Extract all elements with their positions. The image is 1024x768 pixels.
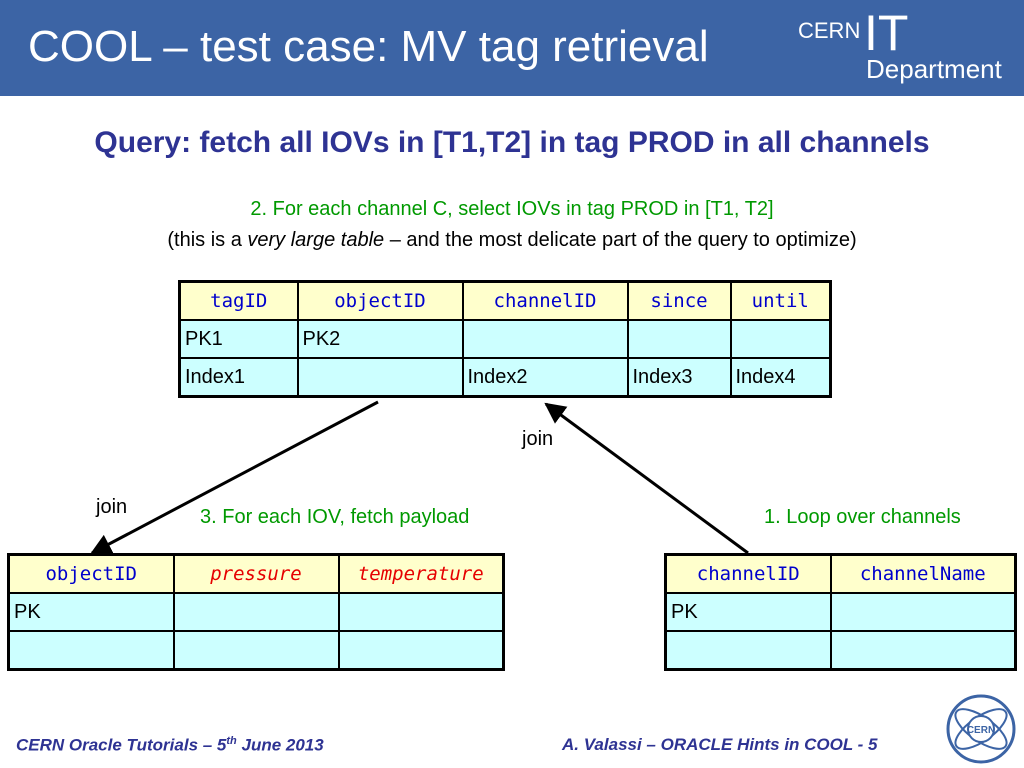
table-cell: Index4 (729, 357, 832, 398)
table-cell (172, 592, 340, 632)
table-cell (729, 319, 832, 359)
footer-left: CERN Oracle Tutorials – 5th June 2013 (16, 735, 324, 756)
iov-table-header-row: tagID objectID channelID since until (178, 280, 832, 321)
payload-table: objectID pressure temperature PK (7, 553, 505, 671)
iov-header-objectid: objectID (296, 280, 464, 321)
table-row: PK1 PK2 (178, 319, 832, 359)
table-cell (829, 630, 1017, 671)
cern-it-department-logo: CERN IT Department (798, 8, 1020, 88)
join-arrow-channel (544, 402, 749, 555)
payload-header-pressure: pressure (172, 553, 340, 594)
footer-right: A. Valassi – ORACLE Hints in COOL - 5 (562, 735, 878, 754)
logo-cern-text: CERN (798, 18, 861, 43)
footer-left-sup: th (226, 735, 237, 747)
logo-it-text: IT (864, 5, 909, 61)
payload-header-objectid: objectID (7, 553, 175, 594)
payload-header-temperature: temperature (337, 553, 505, 594)
note-prefix: (this is a (167, 229, 248, 251)
table-cell: Index1 (178, 357, 299, 398)
table-cell (829, 592, 1017, 632)
table-note: (this is a very large table – and the mo… (0, 229, 1024, 252)
iov-header-channelid: channelID (461, 280, 629, 321)
table-cell: PK1 (178, 319, 299, 359)
footer-left-prefix: CERN Oracle Tutorials – 5 (16, 735, 227, 755)
table-cell (337, 630, 505, 671)
table-cell: Index2 (461, 357, 629, 398)
iov-header-since: since (626, 280, 732, 321)
table-cell (664, 630, 832, 671)
note-suffix: – and the most delicate part of the quer… (384, 229, 857, 251)
step-3-text: 3. For each IOV, fetch payload (200, 506, 470, 528)
table-cell: PK2 (296, 319, 464, 359)
table-row: PK (7, 592, 505, 632)
table-cell (337, 592, 505, 632)
logo-department-text: Department (866, 54, 1002, 84)
channel-table-header-row: channelID channelName (664, 553, 1017, 594)
seal-text: CERN (967, 725, 995, 736)
table-cell (296, 357, 464, 398)
table-row: Index1 Index2 Index3 Index4 (178, 357, 832, 398)
join-arrow-payload (90, 400, 379, 555)
payload-table-header-row: objectID pressure temperature (7, 553, 505, 594)
step-2-text: 2. For each channel C, select IOVs in ta… (250, 198, 774, 220)
table-row (664, 630, 1017, 671)
cern-seal-icon: CERN (946, 694, 1016, 764)
join-label-left: join (96, 496, 128, 518)
table-cell (626, 319, 732, 359)
table-cell: PK (664, 592, 832, 632)
table-cell (7, 630, 175, 671)
table-row (7, 630, 505, 671)
query-subtitle: Query: fetch all IOVs in [T1,T2] in tag … (94, 126, 930, 159)
join-label-right: join (522, 428, 554, 450)
table-cell (172, 630, 340, 671)
step-1-text: 1. Loop over channels (764, 506, 961, 528)
footer-left-suffix: June 2013 (236, 735, 324, 755)
channel-table: channelID channelName PK (664, 553, 1017, 671)
table-cell: Index3 (626, 357, 732, 398)
note-emphasis: very large table (247, 229, 385, 251)
slide-header: COOL – test case: MV tag retrieval CERN … (0, 0, 1024, 96)
iov-table: tagID objectID channelID since until PK1… (178, 280, 832, 398)
channel-header-channelid: channelID (664, 553, 832, 594)
table-row: PK (664, 592, 1017, 632)
iov-header-tagid: tagID (178, 280, 299, 321)
channel-header-channelname: channelName (829, 553, 1017, 594)
table-cell (461, 319, 629, 359)
iov-header-until: until (729, 280, 832, 321)
table-cell: PK (7, 592, 175, 632)
slide-title: COOL – test case: MV tag retrieval (28, 22, 709, 71)
